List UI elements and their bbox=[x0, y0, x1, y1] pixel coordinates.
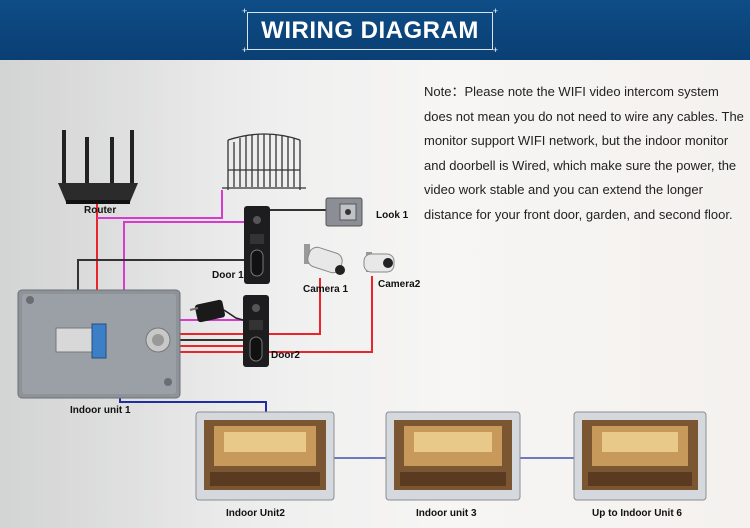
lock-icon bbox=[325, 197, 363, 227]
corner-mark-icon: + bbox=[492, 6, 498, 16]
indoor-unit-1-label: Indoor unit 1 bbox=[70, 405, 131, 416]
camera-2-icon bbox=[363, 252, 395, 273]
page-title: WIRING DIAGRAM bbox=[261, 17, 479, 44]
title-frame: WIRING DIAGRAM + + + + bbox=[242, 7, 498, 55]
camera2-label: Camera2 bbox=[378, 279, 421, 290]
indoor-unit-6-label: Up to Indoor Unit 6 bbox=[592, 508, 682, 519]
router-icon bbox=[58, 130, 138, 204]
doorbell-1-icon bbox=[244, 206, 270, 284]
door1-label: Door 1 bbox=[212, 270, 244, 281]
indoor-unit-6-monitor bbox=[573, 411, 707, 501]
corner-mark-icon: + bbox=[242, 6, 248, 16]
corner-mark-icon: + bbox=[242, 45, 248, 55]
note-text: Note：Please note the WIFI video intercom… bbox=[424, 84, 744, 222]
camera1-label: Camera 1 bbox=[303, 284, 349, 295]
indoor-unit-3-monitor bbox=[385, 411, 521, 501]
indoor-unit-2-label: Indoor Unit2 bbox=[226, 508, 285, 519]
gate-icon bbox=[222, 133, 306, 190]
corner-mark-icon: + bbox=[492, 45, 498, 55]
doorbell-2-icon bbox=[243, 295, 269, 367]
door2-label: Door2 bbox=[271, 350, 300, 361]
header-banner: WIRING DIAGRAM + + + + bbox=[0, 0, 750, 60]
camera-1-icon bbox=[304, 244, 345, 275]
router-label: Router bbox=[84, 205, 117, 216]
power-adapter-icon bbox=[189, 299, 244, 323]
indoor-unit-3-label: Indoor unit 3 bbox=[416, 508, 477, 519]
lock1-label: Look 1 bbox=[376, 210, 409, 221]
indoor-unit-1-panel bbox=[17, 289, 181, 399]
indoor-unit-2-monitor bbox=[195, 411, 335, 501]
